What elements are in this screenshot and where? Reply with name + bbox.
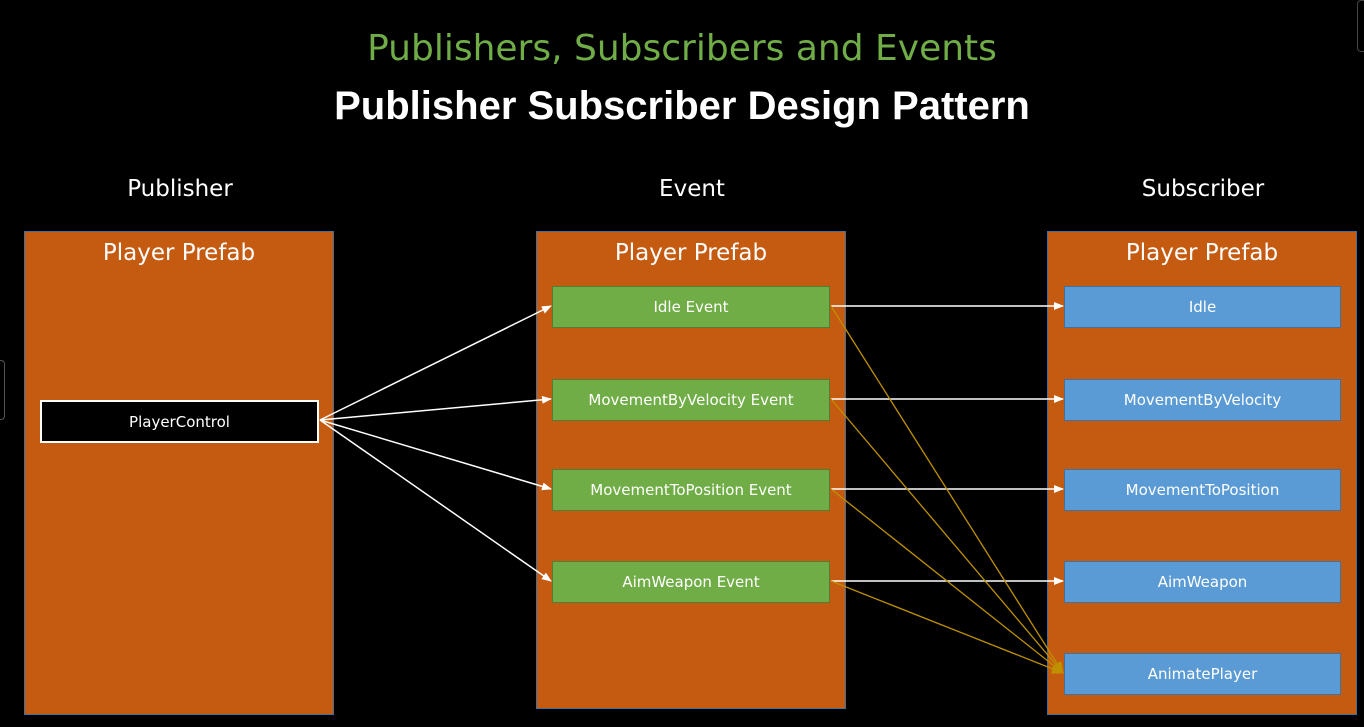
arrow-idle-event-to-animate — [830, 305, 1064, 674]
idle-event-box: Idle Event — [552, 286, 830, 328]
event-column-header: Event — [659, 176, 725, 202]
movement-by-velocity-subscriber-box: MovementByVelocity — [1064, 379, 1341, 421]
arrow-control-to-position-event — [319, 419, 552, 491]
slide-title: Publisher Subscriber Design Pattern — [334, 84, 1030, 128]
arrow-velocity-event-to-animate — [830, 398, 1064, 674]
movement-by-velocity-event-box: MovementByVelocity Event — [552, 379, 830, 421]
movement-to-position-event-box: MovementToPosition Event — [552, 469, 830, 511]
arrow-control-to-idle-event — [319, 305, 552, 421]
left-edge-handle[interactable] — [0, 360, 5, 420]
publisher-column-header: Publisher — [127, 176, 233, 202]
event-prefab-title: Player Prefab — [614, 240, 768, 266]
arrow-control-to-aim-event — [319, 419, 552, 582]
idle-subscriber-box: Idle — [1064, 286, 1341, 328]
movement-to-position-subscriber-box: MovementToPosition — [1064, 469, 1341, 511]
subscriber-column-header: Subscriber — [1141, 176, 1265, 202]
publisher-prefab-panel: Player Prefab — [24, 231, 334, 715]
slide-subtitle: Publishers, Subscribers and Events — [367, 28, 997, 69]
publisher-prefab-title: Player Prefab — [102, 240, 256, 266]
arrow-control-to-velocity-event — [319, 395, 552, 421]
right-edge-handle[interactable] — [1357, 0, 1364, 52]
animate-player-subscriber-box: AnimatePlayer — [1064, 653, 1341, 695]
arrow-position-event-to-animate — [830, 488, 1064, 674]
player-control-box: PlayerControl — [40, 400, 319, 443]
aim-weapon-event-box: AimWeapon Event — [552, 561, 830, 603]
subscriber-prefab-title: Player Prefab — [1125, 240, 1279, 266]
aim-weapon-subscriber-box: AimWeapon — [1064, 561, 1341, 603]
arrow-aim-event-to-animate — [830, 580, 1064, 674]
